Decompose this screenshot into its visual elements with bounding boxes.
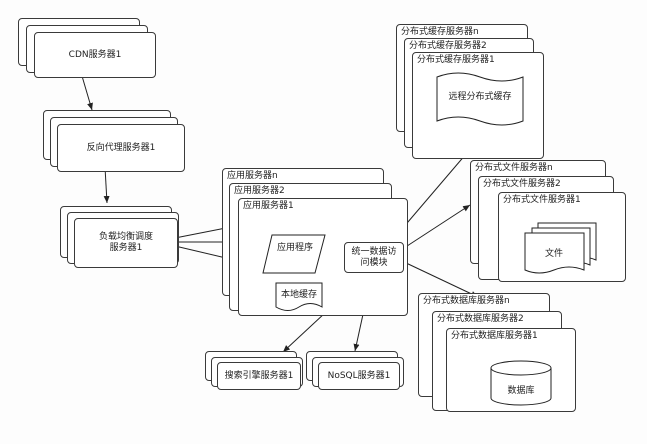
- app-program-shape: [262, 234, 326, 274]
- load-balancer-label-line1: 负载均衡调度: [98, 232, 153, 242]
- nosql-server-label: NoSQL服务器1: [327, 370, 391, 381]
- cdn-server: CDN服务器1: [34, 32, 156, 78]
- cache-server-2-label: 分布式缓存服务器2: [409, 41, 487, 51]
- cdn-server-label: CDN服务器1: [68, 49, 122, 60]
- app-server-n-label: 应用服务器n: [227, 171, 278, 181]
- load-balancer-server: 负载均衡调度 服务器1: [74, 218, 178, 268]
- load-balancer-label-line2: 服务器1: [109, 243, 143, 253]
- db-server-1-label: 分布式数据库服务器1: [451, 331, 538, 341]
- file-shape: [524, 222, 597, 274]
- app-server-1-label: 应用服务器1: [243, 201, 294, 211]
- remote-cache-shape: [436, 72, 524, 126]
- database-shape: [490, 360, 552, 406]
- app-server-2-label: 应用服务器2: [234, 186, 285, 196]
- file-server-1-label: 分布式文件服务器1: [503, 195, 581, 205]
- remote-cache-label: 远程分布式缓存: [448, 92, 512, 102]
- file-server-n-label: 分布式文件服务器n: [475, 163, 553, 173]
- reverse-proxy-server: 反向代理服务器1: [57, 124, 185, 172]
- edge-access-to-files: [403, 204, 471, 249]
- db-server-n-label: 分布式数据库服务器n: [423, 296, 510, 306]
- data-access-label-line1: 统一数据访: [351, 246, 397, 257]
- database-label: 数据库: [507, 386, 535, 396]
- data-access-module: 统一数据访 问模块: [344, 242, 404, 273]
- app-program-label: 应用程序: [276, 243, 313, 253]
- edge-cdn-to-proxy: [81, 75, 93, 111]
- reverse-proxy-label: 反向代理服务器1: [86, 142, 156, 153]
- file-server-2-label: 分布式文件服务器2: [483, 179, 561, 189]
- db-server-2-label: 分布式数据库服务器2: [437, 314, 524, 324]
- cache-server-1-label: 分布式缓存服务器1: [417, 55, 495, 65]
- search-server-label: 搜索引擎服务器1: [224, 370, 294, 381]
- cache-server-n-label: 分布式缓存服务器n: [401, 27, 479, 37]
- nosql-server: NoSQL服务器1: [318, 362, 400, 390]
- local-cache-label: 本地缓存: [280, 290, 317, 300]
- local-cache-shape: [275, 282, 323, 311]
- data-access-label-line2: 问模块: [360, 257, 388, 268]
- file-label: 文件: [544, 249, 563, 259]
- edge-access-to-db: [403, 261, 479, 298]
- search-engine-server: 搜索引擎服务器1: [217, 362, 301, 390]
- edge-proxy-to-balancer: [103, 166, 110, 204]
